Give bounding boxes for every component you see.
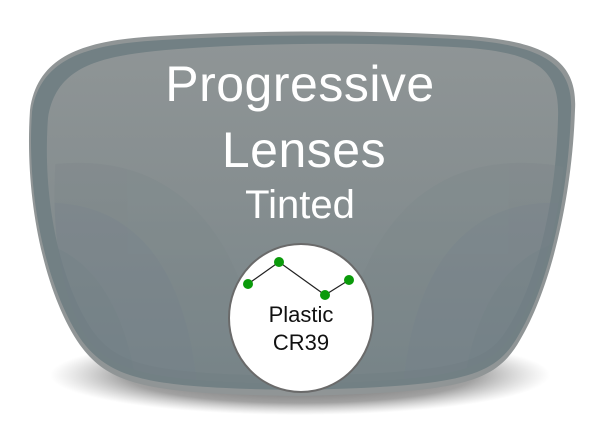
material-label-line-2: CR39 [272,330,330,355]
material-badge [228,243,374,393]
material-label-line-1: Plastic [268,302,334,327]
line-graph-icon [243,257,354,300]
title-line-2: Lenses [221,122,387,178]
subtitle: Tinted [245,183,355,227]
title-line-1: Progressive [165,56,435,112]
